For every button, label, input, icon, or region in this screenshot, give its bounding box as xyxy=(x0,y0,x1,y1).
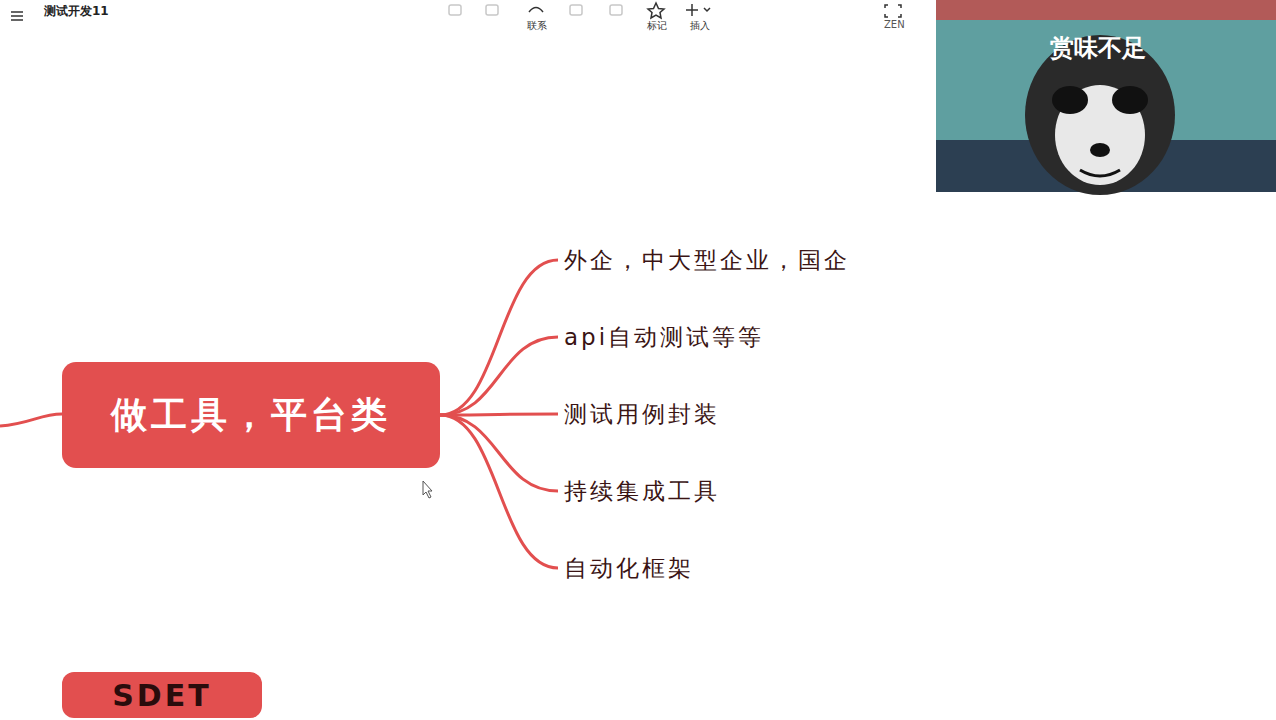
topic-box: 做工具，平台类 xyxy=(62,362,440,468)
document-title: 测试开发11 xyxy=(44,3,109,20)
toolbar-label: ZEN xyxy=(884,19,905,30)
branch-connector xyxy=(440,415,558,568)
branch-line xyxy=(0,414,62,426)
branch-connector xyxy=(440,414,558,415)
webcam-caption: 赏味不足 xyxy=(1050,32,1146,64)
branch-connector xyxy=(440,337,558,415)
node-text: api自动测试等等 xyxy=(564,322,764,353)
node-text: 持续集成工具 xyxy=(564,476,720,507)
branch-connector xyxy=(440,260,558,415)
toolbar-label: 标记 xyxy=(647,19,667,33)
toolbar-label: 联系 xyxy=(527,19,547,33)
node-text: SDET xyxy=(112,678,211,713)
webcam-overlay xyxy=(936,0,1276,195)
node-text: 测试用例封装 xyxy=(564,399,720,430)
subtopic-text: 持续集成工具 xyxy=(560,474,724,509)
subtopic-text: 自动化框架 xyxy=(560,551,698,586)
branch-connector xyxy=(440,415,558,491)
node-text: 自动化框架 xyxy=(564,553,694,584)
toolbar-icons xyxy=(11,3,901,20)
mouse-cursor xyxy=(423,481,432,498)
topic-box: SDET xyxy=(62,672,262,718)
subtopic-text: 测试用例封装 xyxy=(560,397,724,432)
subtopic-text: 外企，中大型企业，国企 xyxy=(560,243,854,278)
node-text: 做工具，平台类 xyxy=(111,391,391,440)
subtopic-text: api自动测试等等 xyxy=(560,320,768,355)
node-text: 外企，中大型企业，国企 xyxy=(564,245,850,276)
toolbar-label: 插入 xyxy=(690,19,710,33)
